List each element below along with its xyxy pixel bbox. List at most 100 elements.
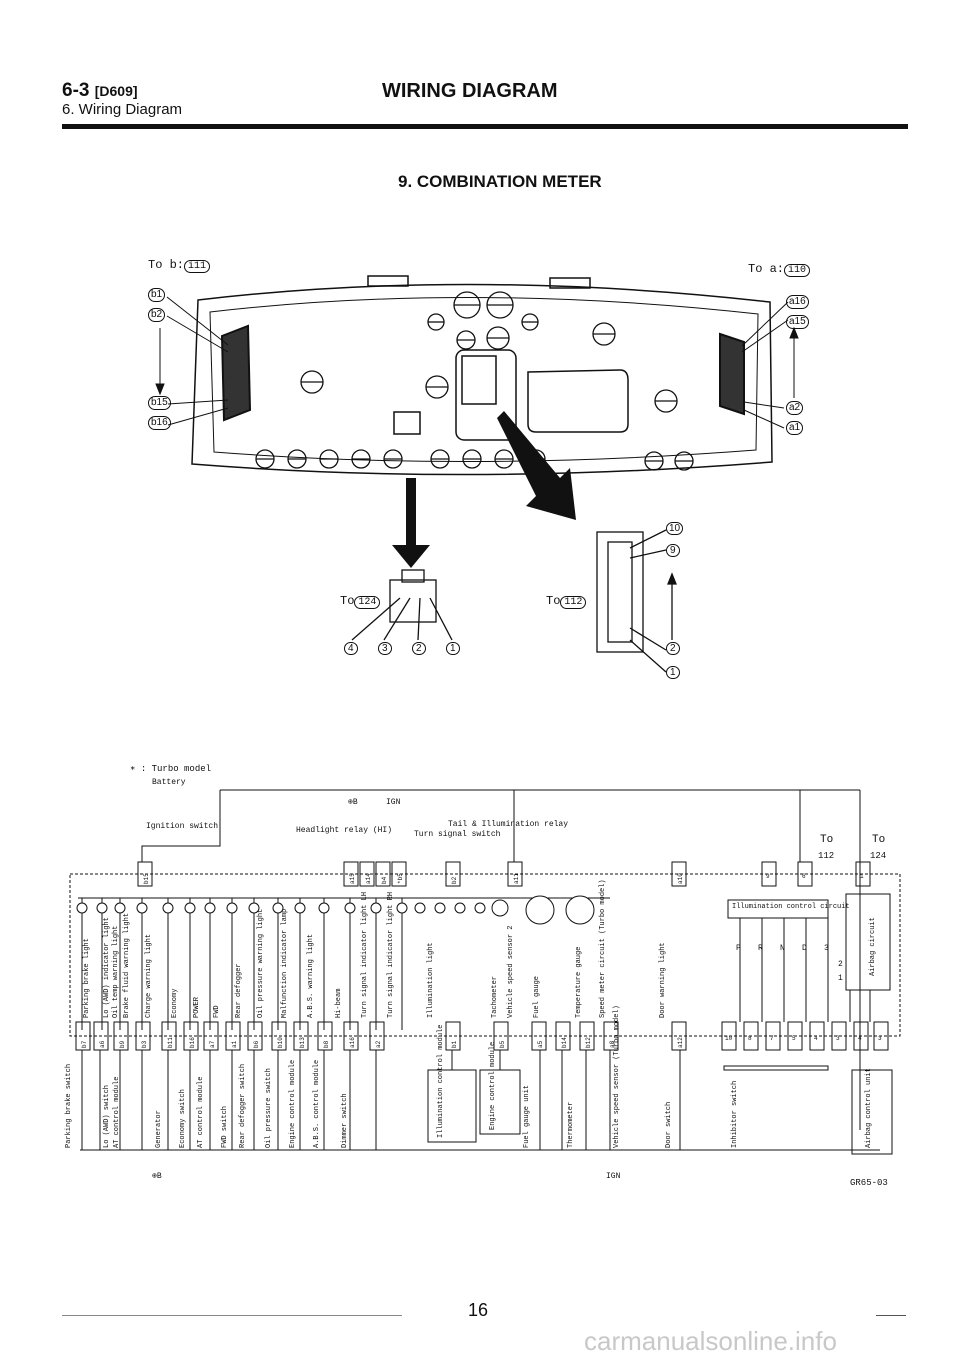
- bottom-pin-a5: a5: [537, 1040, 544, 1048]
- supply-ign-label: IGN: [386, 798, 401, 807]
- bottom-pin-a16: a16: [349, 1037, 356, 1048]
- section-number: 6-3: [62, 80, 90, 101]
- center-connector-112: [461, 355, 497, 405]
- conn112-pin-1: 1: [666, 666, 680, 679]
- comp-vehicle-speed-sensor: Vehicle speed sensor (Turbo model): [613, 1005, 621, 1148]
- odometer-window: [527, 369, 629, 433]
- bottom-pin-10: 10: [725, 1035, 733, 1042]
- comp-lo-awd-switch: Lo (AWD) switch: [103, 1085, 111, 1148]
- meter-housing: [191, 283, 773, 476]
- to-112-label: To: [546, 594, 561, 608]
- to-right-1-ref: 112: [818, 851, 834, 861]
- conn124-pin-2: 2: [412, 642, 426, 655]
- comp-parking-brake-switch: Parking brake switch: [65, 1064, 73, 1148]
- airbag-circuit-label: Airbag circuit: [869, 917, 877, 976]
- shift-3: 3: [824, 944, 829, 953]
- bottom-pin-b13: b13: [299, 1037, 306, 1048]
- connector-112-detail: [596, 529, 677, 673]
- pin-b1: b1: [148, 288, 166, 302]
- illum-circuit-label: Illumination control circuit: [732, 903, 850, 911]
- comp-economy-switch: Economy switch: [179, 1089, 187, 1148]
- gauge-temperature: Temperature gauge: [575, 947, 583, 1018]
- arrow-diag-112: [497, 411, 576, 520]
- bottom-pin-5: 5: [792, 1035, 796, 1042]
- conn124-pin-4: 4: [344, 642, 358, 655]
- comp-abs-control-module: A.B.S. control module: [313, 1060, 321, 1148]
- pin-b2: b2: [148, 308, 166, 322]
- lamp-fwd: FWD: [213, 1005, 221, 1018]
- lamp-economy: Economy: [171, 989, 179, 1018]
- top-pin-a14: a14: [365, 873, 372, 884]
- battery-label: Battery: [152, 778, 186, 787]
- comp-generator: Generator: [155, 1110, 163, 1148]
- conn124-pin-1: 1: [446, 642, 460, 655]
- bottom-pin-b10: b10: [277, 1037, 284, 1048]
- to-a-ref: i10: [784, 264, 811, 277]
- pin-labels: b15 a15 a14 b4 *b5 b2 a11 a10 9 6 1: [143, 873, 864, 884]
- conn124-pin-3: 3: [378, 642, 392, 655]
- diagram-title: 9. COMBINATION METER: [398, 172, 602, 191]
- to-b-callout: To b:i11: [148, 258, 211, 273]
- lamp-rear-defogger: Rear defogger: [235, 963, 243, 1018]
- comp-fwd-switch: FWD switch: [221, 1106, 229, 1148]
- shift-d: D: [802, 944, 807, 953]
- bracket-left: [367, 275, 409, 287]
- ground-b-label: ⊕B: [152, 1172, 162, 1181]
- tail-illum-label: Tail & Illumination relay: [448, 820, 568, 829]
- ignition-label: Ignition switch: [146, 822, 218, 831]
- lamp-lo-awd: Lo (AWD) indicator light: [103, 917, 111, 1018]
- supply-b-label: ⊕B: [348, 798, 358, 807]
- bottom-pin-b6: b6: [253, 1040, 260, 1048]
- airbag-circuit-box: [845, 893, 891, 991]
- shift-position-labels: P R N D 3 2 1: [736, 944, 843, 983]
- illum-circuit-box: [727, 899, 829, 919]
- bottom-pin-b8: b8: [323, 1040, 330, 1048]
- to-124-label: To: [340, 594, 355, 608]
- conn112-pin-9: 9: [666, 544, 680, 557]
- comp-dimmer-switch: Dimmer switch: [341, 1093, 349, 1148]
- bottom-pin-labels: b7 a6 b9 b3 b11 b16 a7 a1 b6 b10 b13 b8 …: [81, 1035, 882, 1048]
- shift-2: 2: [838, 960, 843, 969]
- top-pin-boxes: [137, 861, 871, 887]
- pin-a1: a1: [786, 421, 804, 435]
- airbag-control-unit: [851, 1069, 893, 1155]
- comp-engine-control-module-2: Engine control module: [489, 1042, 497, 1130]
- bottom-pin-4: 4: [814, 1035, 818, 1042]
- illum-control-module: [427, 1069, 477, 1143]
- lamp-turn-lh: Turn signal indicator light LH: [361, 892, 369, 1018]
- to-a-label: To a:: [748, 262, 785, 276]
- page-number: 16: [468, 1300, 489, 1320]
- bottom-pin-3b: 3: [878, 1035, 882, 1042]
- conn112-pin-10: 10: [666, 522, 684, 535]
- bottom-pin-a6: a6: [99, 1040, 106, 1048]
- bottom-pin-b9: b9: [119, 1040, 126, 1048]
- footer-rule-right: [876, 1315, 906, 1316]
- section-code: 6-3 [D609]: [62, 80, 138, 102]
- to-right-2-label: To: [872, 834, 885, 846]
- gauge-tachometer: Tachometer: [491, 976, 499, 1018]
- shift-p: P: [736, 944, 741, 953]
- right-connector-a: [719, 332, 745, 416]
- lamp-labels: Parking brake light Lo (AWD) indicator l…: [83, 879, 667, 1018]
- lamp-oil-pressure: Oil pressure warning light: [257, 909, 265, 1018]
- small-connector-124: [393, 411, 421, 435]
- comp-thermometer: Thermometer: [567, 1102, 575, 1148]
- pin-a16: a16: [786, 295, 809, 309]
- wiring-schematic: Battery Ignition switch ⊕B IGN Headlight…: [65, 778, 901, 1181]
- top-pin-b5: *b5: [397, 873, 404, 884]
- combination-meter-illustration: [155, 275, 799, 673]
- comp-airbag-control-unit: Airbag control unit: [865, 1068, 873, 1148]
- comp-fuel-gauge-unit: Fuel gauge unit: [523, 1085, 531, 1148]
- top-pin-a10: a10: [677, 873, 684, 884]
- lamp-malfunction: Malfunction indicator lamp: [281, 909, 289, 1018]
- lamp-brake-fluid: Brake fluid warning light: [123, 913, 131, 1018]
- component-labels: Parking brake switch Lo (AWD) switch AT …: [65, 1005, 873, 1148]
- shift-r: R: [758, 944, 763, 953]
- comp-engine-control-module-1: Engine control module: [289, 1060, 297, 1148]
- comp-oil-pressure-switch: Oil pressure switch: [265, 1068, 273, 1148]
- arrow-down-124: [392, 478, 430, 568]
- bottom-pin-4b: 4: [858, 1035, 862, 1042]
- turn-signal-label: Turn signal switch: [414, 830, 501, 839]
- comp-illum-control-module: Illumination control module: [437, 1025, 445, 1138]
